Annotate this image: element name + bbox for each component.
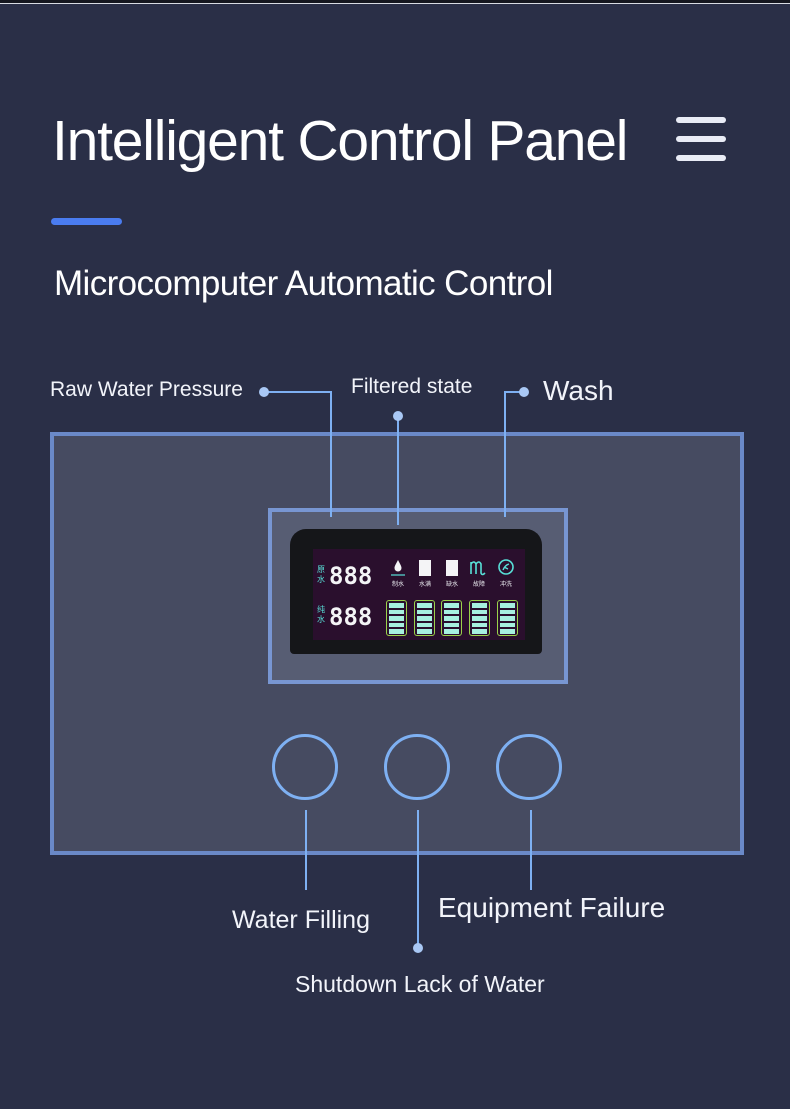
lcd-label-char: 原 xyxy=(317,565,325,574)
gauge-bar xyxy=(389,629,404,634)
gauge-bar xyxy=(500,603,515,608)
gauge-bar xyxy=(417,616,432,621)
label-equipment-failure: Equipment Failure xyxy=(438,892,666,923)
gauge-bar xyxy=(389,603,404,608)
hamburger-menu-icon[interactable] xyxy=(676,117,728,165)
filter-gauge xyxy=(497,600,518,636)
lcd-row2-label: 纯 水 xyxy=(316,605,326,625)
lcd-label-char: 水 xyxy=(317,615,325,624)
gauge-bar xyxy=(500,609,515,614)
gauge-bar xyxy=(500,622,515,627)
raw-water-pressure-line xyxy=(264,391,332,517)
gauge-bar xyxy=(472,603,487,608)
indicator-caption: 水满 xyxy=(418,582,431,588)
gauge-bar xyxy=(444,609,459,614)
wash-line xyxy=(504,391,524,517)
lcd-label-char: 纯 xyxy=(317,605,325,614)
full-water-icon xyxy=(419,560,431,576)
menu-line xyxy=(676,117,726,123)
callout-dot xyxy=(259,387,269,397)
gauge-bar xyxy=(444,616,459,621)
raw-water-pressure-readout: 888 xyxy=(329,562,373,590)
filter-gauge xyxy=(386,600,407,636)
gauge-bar xyxy=(444,603,459,608)
equipment-failure-button[interactable] xyxy=(496,734,562,800)
filter-gauge xyxy=(469,600,490,636)
flush-icon xyxy=(498,559,514,575)
label-shutdown-lack-of-water: Shutdown Lack of Water xyxy=(295,971,545,997)
top-border xyxy=(0,0,790,3)
indicator-caption: 缺水 xyxy=(445,582,458,588)
gauge-bar xyxy=(417,609,432,614)
indicator-caption: 故障 xyxy=(472,582,485,588)
gauge-bar xyxy=(389,609,404,614)
filter-gauge xyxy=(441,600,462,636)
gauge-bar xyxy=(417,622,432,627)
page-title: Intelligent Control Panel xyxy=(52,109,628,173)
indicator-failure: 故障 xyxy=(468,557,490,588)
gauge-bar xyxy=(389,622,404,627)
indicator-caption: 制水 xyxy=(391,582,404,588)
water-filling-button[interactable] xyxy=(272,734,338,800)
callout-dot xyxy=(393,411,403,421)
top-border-highlight xyxy=(0,3,790,4)
callout-dot xyxy=(519,387,529,397)
lcd-label-char: 水 xyxy=(317,575,325,584)
gauge-bar xyxy=(472,629,487,634)
indicator-flush: 冲洗 xyxy=(495,557,517,588)
lack-water-icon xyxy=(446,560,458,576)
accent-divider xyxy=(51,218,122,225)
lcd-row1-label: 原 水 xyxy=(316,565,326,585)
callout-dot xyxy=(413,943,423,953)
gauge-bar xyxy=(500,616,515,621)
indicator-caption: 冲洗 xyxy=(499,582,512,588)
indicator-lack-water: 缺水 xyxy=(441,557,463,588)
label-filtered-state: Filtered state xyxy=(351,375,473,398)
gauge-bar xyxy=(472,622,487,627)
indicator-full-water: 水满 xyxy=(414,557,436,588)
pure-water-readout: 888 xyxy=(329,603,373,631)
filter-gauge xyxy=(414,600,435,636)
shutdown-lack-of-water-button[interactable] xyxy=(384,734,450,800)
gauge-bar xyxy=(444,622,459,627)
label-wash: Wash xyxy=(543,375,614,406)
menu-line xyxy=(676,155,726,161)
gauge-bar xyxy=(417,629,432,634)
failure-icon xyxy=(470,561,486,576)
gauge-bar xyxy=(472,616,487,621)
gauge-bar xyxy=(389,616,404,621)
gauge-bar xyxy=(472,609,487,614)
label-raw-water-pressure: Raw Water Pressure xyxy=(50,378,243,401)
water-drop-icon xyxy=(391,560,405,576)
label-water-filling: Water Filling xyxy=(232,906,370,934)
indicator-making-water: 制水 xyxy=(387,557,409,588)
page-subtitle: Microcomputer Automatic Control xyxy=(54,264,553,303)
menu-line xyxy=(676,136,726,142)
gauge-bar xyxy=(444,629,459,634)
gauge-bar xyxy=(500,629,515,634)
gauge-bar xyxy=(417,603,432,608)
